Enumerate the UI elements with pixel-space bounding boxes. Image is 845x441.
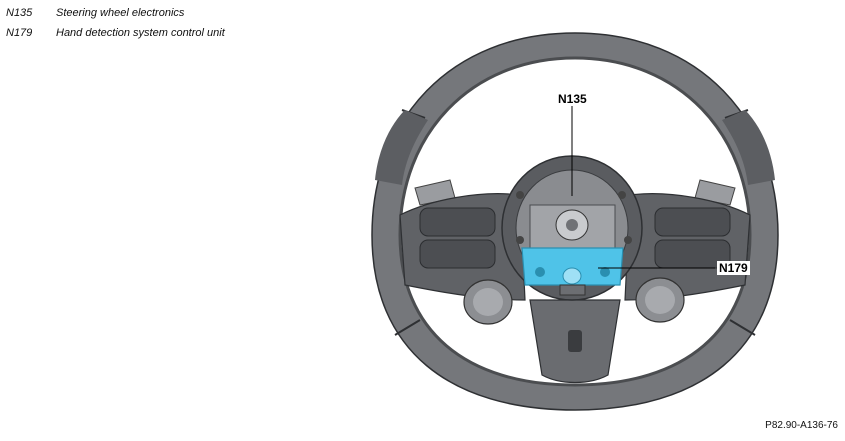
legend-code: N135: [6, 7, 33, 19]
legend-code: N179: [6, 27, 33, 39]
legend: N135 Steering wheel electronics N179 Han…: [6, 6, 225, 46]
figure-reference: P82.90-A136-76: [765, 420, 838, 431]
legend-description: Steering wheel electronics: [56, 7, 185, 19]
callout-n179: N179: [717, 261, 750, 275]
hand-detection-control-unit: [521, 247, 624, 286]
callout-n135: N135: [556, 92, 589, 106]
legend-item: N179 Hand detection system control unit: [6, 26, 225, 46]
legend-description: Hand detection system control unit: [56, 27, 225, 39]
legend-item: N135 Steering wheel electronics: [6, 6, 225, 26]
